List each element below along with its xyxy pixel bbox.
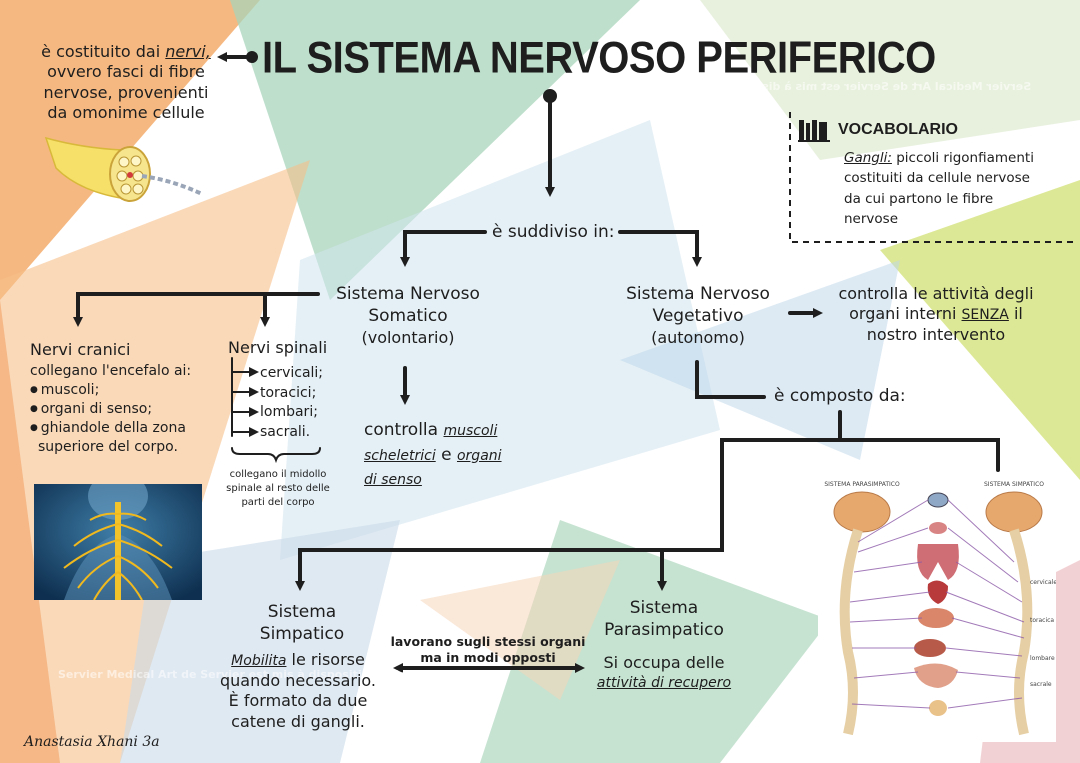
split-label: è suddiviso in:: [492, 222, 615, 242]
nerve-bundle-illustration: [44, 136, 203, 202]
controls-suffix: il nostro intervento: [866, 304, 1023, 345]
sympathetic-desc: Mobilita le risorse quando necessario. È…: [214, 650, 382, 732]
sympathetic-system: Sistema Simpatico: [232, 602, 372, 646]
list-item: muscoli;: [30, 381, 210, 400]
parasympathetic-term: attività di recupero: [596, 674, 732, 691]
somatic-qualifier: (volontario): [361, 327, 455, 347]
vocabulary-title: VOCABOLARIO: [838, 121, 958, 138]
vocabulary-definition: Gangli: piccoli rigonfiamenti costituiti…: [844, 148, 1044, 229]
controls-prefix: controlla le attività degli organi inter…: [838, 284, 1034, 324]
somatic-function-prefix: controlla: [364, 420, 444, 440]
vocabulary-term: Gangli:: [844, 150, 892, 166]
figure-label-right: SISTEMA SIMPATICO: [984, 481, 1044, 488]
parasympathetic-name-1: Sistema: [629, 598, 699, 618]
intro-prefix: è costituito dai: [41, 42, 166, 61]
cranial-list: muscoli; organi di senso; ghiandole dell…: [30, 381, 210, 438]
spinal-list: cervicali; toracici; lombari; sacrali.: [260, 364, 323, 442]
composed-label: è composto da:: [774, 386, 906, 406]
list-item: ghiandole della zona: [30, 419, 210, 438]
parasympathetic-desc: Si occupa delle attività di recupero: [584, 652, 744, 692]
region-label: sacrale: [1030, 681, 1052, 688]
list-item: lombari;: [260, 404, 318, 421]
vegetative-controls: controlla le attività degli organi inter…: [828, 284, 1044, 346]
somatic-name-2: Somatico: [368, 305, 448, 326]
page-title: IL SISTEMA NERVOSO PERIFERICO: [262, 33, 936, 83]
list-item: cervicali;: [260, 365, 324, 381]
list-item: sacrali.: [260, 423, 311, 440]
intro-rest: ovvero fasci di fibre nervose, provenien…: [43, 62, 209, 123]
somatic-function: controlla muscoli scheletrici e organi d…: [364, 418, 514, 492]
spinal-nerves-title: Nervi spinali: [228, 338, 328, 357]
vocabulary-box: VOCABOLARIO Gangli: piccoli rigonfiament…: [792, 112, 1080, 242]
somatic-term-scheletrici: scheletrici: [364, 447, 436, 464]
somatic-function-mid: e: [435, 444, 457, 465]
watermark: Servier Medical Art de Servier est mis à…: [58, 668, 484, 681]
region-label: cervicale: [1030, 579, 1056, 586]
vegetative-qualifier: (autonomo): [651, 327, 745, 347]
sympathetic-term: Mobilita: [231, 653, 287, 669]
figure-label-left: SISTEMA PARASIMPATICO: [824, 481, 900, 488]
sympathetic-name-1: Sistema: [267, 602, 337, 622]
list-item: organi di senso;: [30, 400, 210, 419]
author-signature: Anastasia Xhani 3a: [24, 734, 160, 750]
cranial-nerves-title: Nervi cranici: [30, 340, 131, 359]
cranial-nerves-desc: collegano l'encefalo ai: muscoli; organi…: [30, 362, 210, 457]
parasympathetic-name-2: Parasimpatico: [604, 619, 724, 640]
intro-term: nervi,: [165, 42, 211, 61]
autonomic-system-illustration: SISTEMA PARASIMPATICO SISTEMA SIMPATICO …: [818, 472, 1056, 742]
books-icon: [798, 120, 830, 142]
region-label: lombare: [1030, 655, 1055, 662]
sympathetic-name-2: Simpatico: [259, 623, 345, 644]
vegetative-system: Sistema Nervoso Vegetativo (autonomo): [608, 284, 788, 348]
list-item: toracici;: [260, 384, 317, 401]
somatic-term-organi: organi: [456, 447, 502, 464]
vocabulary-def: piccoli rigonfiamenti costituiti da cell…: [844, 150, 1034, 227]
spinal-cord-illustration: [34, 484, 202, 600]
parasympathetic-desc-text: Si occupa delle: [603, 653, 725, 672]
sympathetic-rest: le risorse quando necessario. È formato …: [220, 650, 376, 731]
spinal-desc: collegano il midollo spinale al resto de…: [226, 469, 330, 508]
vocabulary-header: VOCABOLARIO: [798, 118, 958, 142]
somatic-name-1: Sistema Nervoso: [336, 284, 480, 304]
vegetative-name-1: Sistema Nervoso: [626, 284, 770, 304]
cranial-tail: superiore del corpo.: [38, 439, 178, 456]
opposition-label: lavorano sugli stessi organi ma in modi …: [390, 634, 586, 666]
somatic-system: Sistema Nervoso Somatico (volontario): [318, 284, 498, 348]
vegetative-name-2: Vegetativo: [652, 305, 744, 326]
controls-term: SENZA: [961, 307, 1009, 324]
region-label: toracica: [1030, 617, 1054, 624]
somatic-term-muscoli: muscoli: [443, 423, 498, 439]
parasympathetic-system: Sistema Parasimpatico: [584, 598, 744, 642]
cranial-desc: collegano l'encefalo ai:: [30, 363, 192, 379]
somatic-term-senso: di senso: [364, 472, 422, 489]
intro-text: è costituito dai nervi, ovvero fasci di …: [36, 42, 216, 124]
